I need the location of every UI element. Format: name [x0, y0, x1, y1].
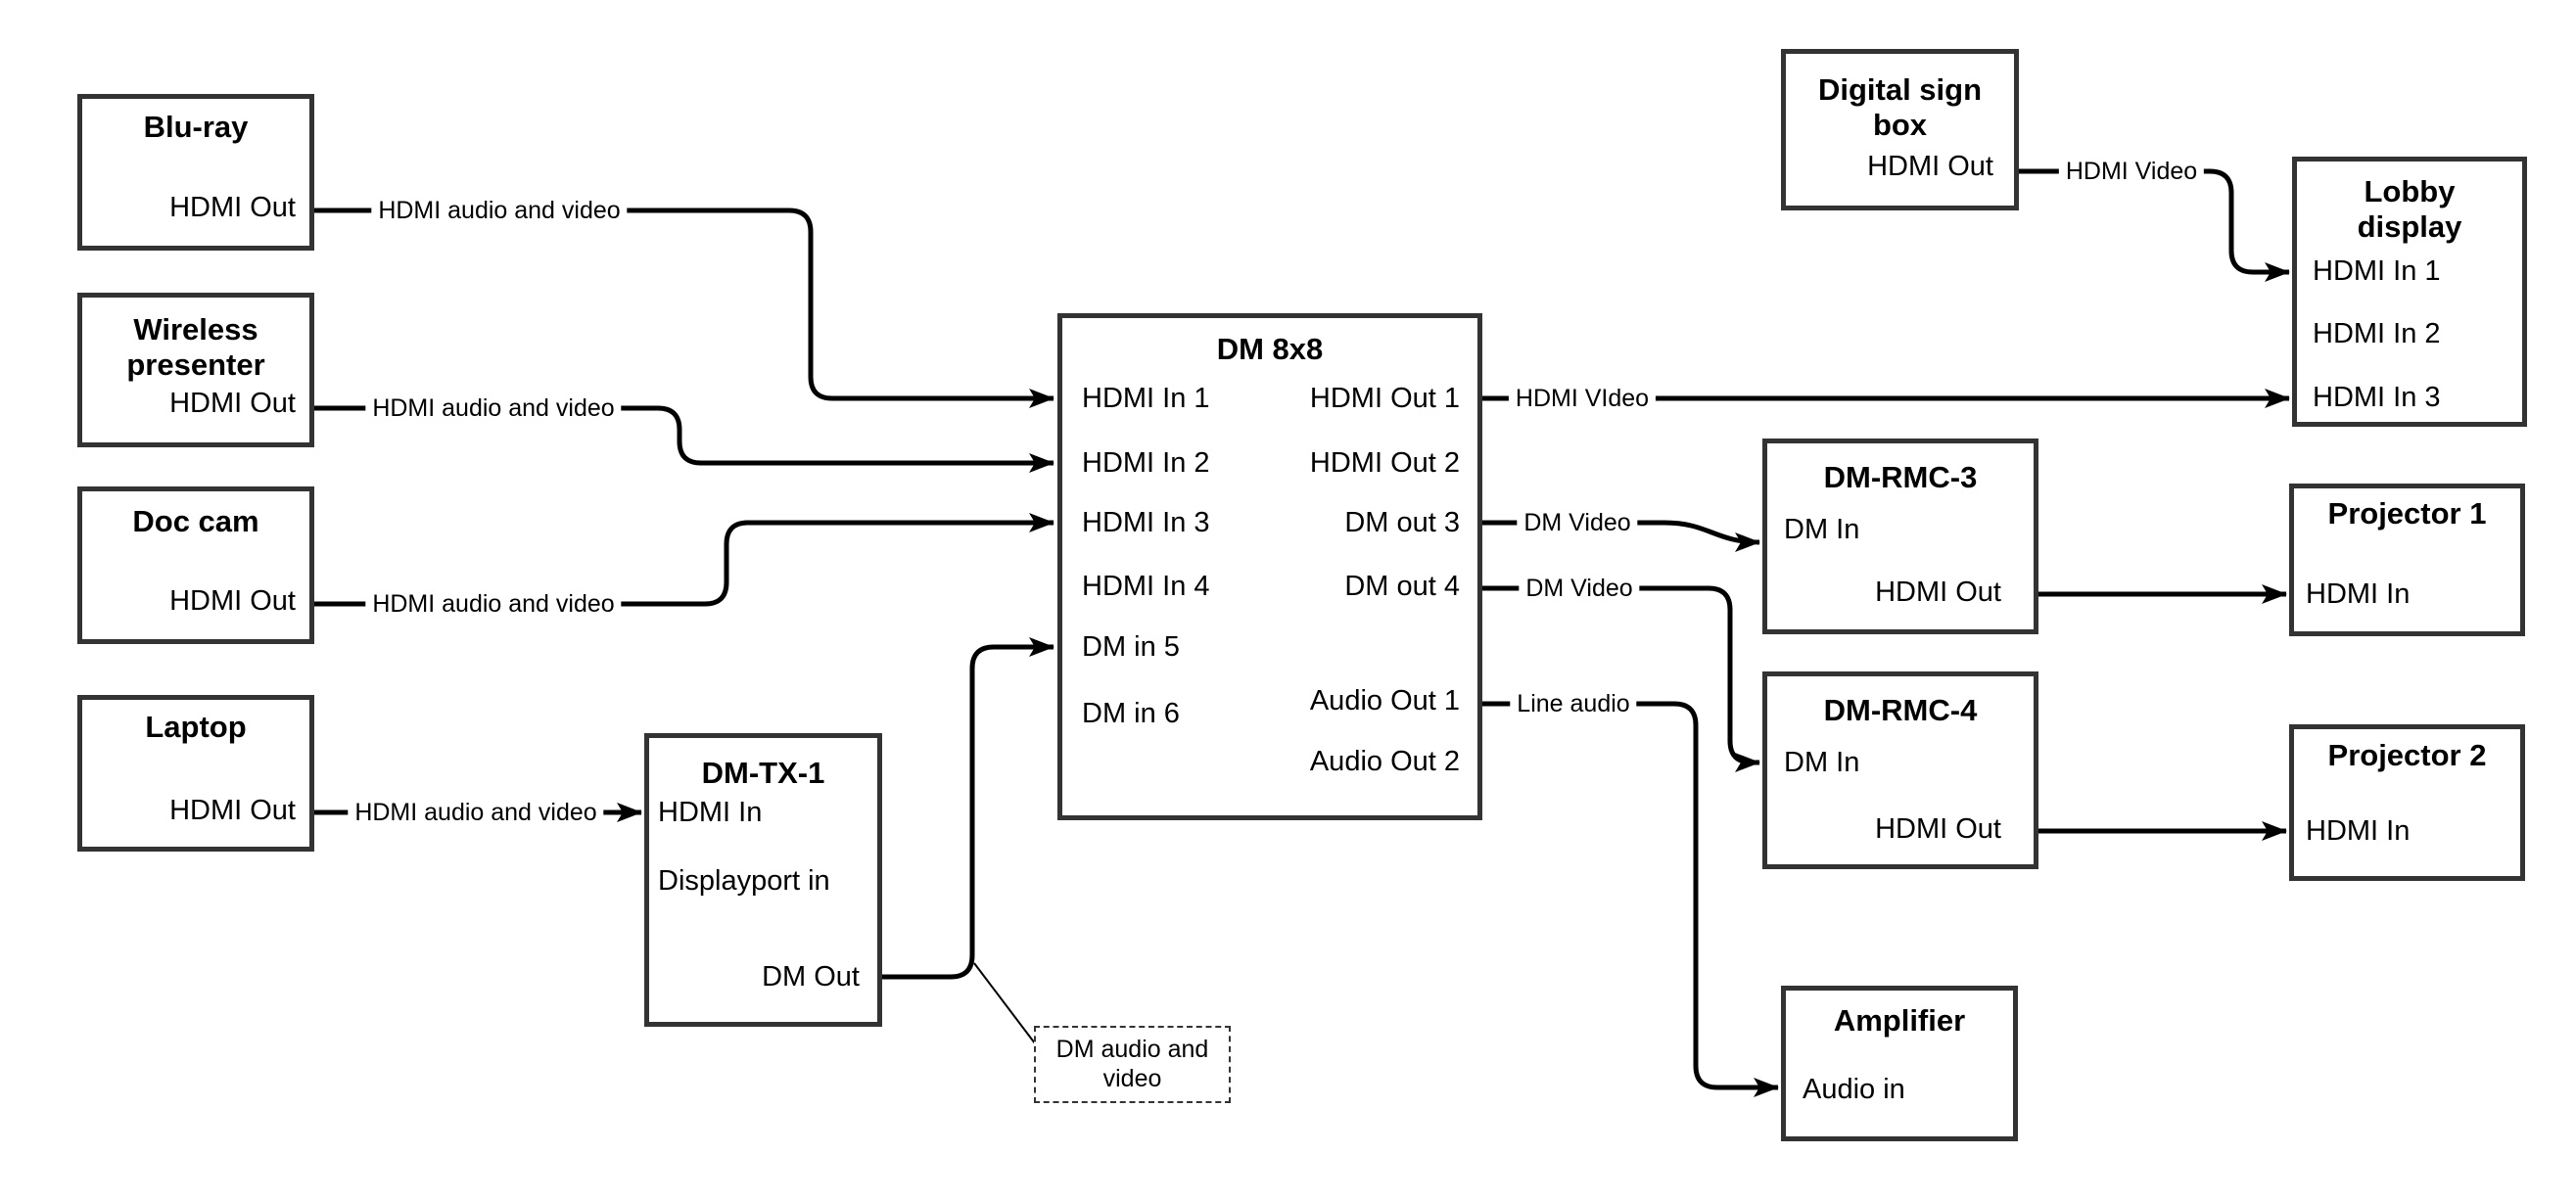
node-title: Laptop	[145, 710, 247, 744]
node-projector-2: Projector 2 HDMI In	[2289, 724, 2525, 881]
node-title: DM 8x8	[1216, 332, 1324, 366]
wire-dm-out-3-to-rmc3	[1482, 520, 1760, 552]
port-laptop-hdmi-out: HDMI Out	[169, 795, 296, 826]
port-dm8x8-dm-in-6: DM in 6	[1082, 698, 1180, 729]
port-dm8x8-dm-in-5: DM in 5	[1082, 631, 1180, 663]
node-laptop: Laptop HDMI Out	[77, 695, 314, 852]
wire-dm-out-4-to-rmc4	[1482, 585, 1760, 772]
wire-wireless-to-hdmi-in-2	[314, 405, 1054, 473]
node-title: Projector 2	[2327, 738, 2487, 772]
port-rmc3-dm-in: DM In	[1784, 514, 1860, 545]
port-rmc3-hdmi-out: HDMI Out	[1875, 577, 2001, 608]
node-title: DM-RMC-4	[1823, 693, 1978, 727]
port-projector2-hdmi-in: HDMI In	[2306, 815, 2411, 847]
wire-bluray-to-hdmi-in-1	[314, 208, 1054, 408]
port-dm8x8-audio-out-1: Audio Out 1	[1309, 685, 1460, 716]
port-dm8x8-dm-out-4: DM out 4	[1344, 571, 1460, 602]
wire-label-bluray: HDMI audio and video	[371, 196, 628, 225]
wire-label-line-audio: Line audio	[1510, 689, 1637, 718]
port-dmtx-displayport-in: Displayport in	[658, 865, 830, 897]
wire-audio-out-1-to-amplifier	[1482, 701, 1779, 1097]
wire-label-laptop: HDMI audio and video	[348, 798, 604, 827]
port-digital-hdmi-out: HDMI Out	[1867, 151, 1993, 182]
node-dm-8x8: DM 8x8 HDMI In 1 HDMI In 2 HDMI In 3 HDM…	[1057, 313, 1482, 820]
port-lobby-hdmi-in-3: HDMI In 3	[2313, 382, 2441, 413]
port-dm8x8-hdmi-in-4: HDMI In 4	[1082, 571, 1210, 602]
annotation-dm-audio-video: DM audio and video	[1034, 1026, 1231, 1103]
node-title: Wireless presenter	[126, 312, 265, 382]
node-title: Amplifier	[1833, 1003, 1966, 1038]
port-lobby-hdmi-in-2: HDMI In 2	[2313, 318, 2441, 349]
port-projector1-hdmi-in: HDMI In	[2306, 578, 2411, 610]
node-title: DM-TX-1	[701, 756, 825, 790]
port-lobby-hdmi-in-1: HDMI In 1	[2313, 255, 2441, 287]
port-bluray-hdmi-out: HDMI Out	[169, 192, 296, 223]
node-title: Blu-ray	[143, 110, 249, 144]
node-title: Lobby display	[2357, 174, 2462, 244]
port-dmtx-hdmi-in: HDMI In	[658, 797, 763, 828]
node-lobby-display: Lobby display HDMI In 1 HDMI In 2 HDMI I…	[2292, 157, 2527, 427]
port-rmc4-hdmi-out: HDMI Out	[1875, 813, 2001, 845]
port-wireless-hdmi-out: HDMI Out	[169, 388, 296, 419]
node-bluray: Blu-ray HDMI Out	[77, 94, 314, 251]
node-dm-rmc-3: DM-RMC-3 DM In HDMI Out	[1762, 439, 2038, 634]
port-doccam-hdmi-out: HDMI Out	[169, 585, 296, 617]
node-doc-cam: Doc cam HDMI Out	[77, 486, 314, 644]
port-dm8x8-hdmi-out-1: HDMI Out 1	[1309, 383, 1460, 414]
port-dm8x8-dm-out-3: DM out 3	[1344, 507, 1460, 538]
port-amplifier-audio-in: Audio in	[1803, 1074, 1905, 1105]
node-wireless-presenter: Wireless presenter HDMI Out	[77, 293, 314, 447]
wire-dmtx-to-dm-in-5	[882, 637, 1054, 980]
wire-label-doccam: HDMI audio and video	[365, 589, 622, 619]
port-dmtx-dm-out: DM Out	[762, 961, 860, 993]
node-digital-sign-box: Digital sign box HDMI Out	[1781, 49, 2019, 210]
port-dm8x8-audio-out-2: Audio Out 2	[1309, 746, 1460, 777]
port-rmc4-dm-in: DM In	[1784, 747, 1860, 778]
node-title: Digital sign box	[1817, 72, 1983, 142]
port-dm8x8-hdmi-in-1: HDMI In 1	[1082, 383, 1210, 414]
node-projector-1: Projector 1 HDMI In	[2289, 484, 2525, 636]
annotation-leader-line	[973, 962, 1036, 1044]
wire-label-dm-out-3: DM Video	[1517, 508, 1638, 537]
wire-label-wireless: HDMI audio and video	[365, 393, 622, 423]
wire-digital-sign-to-lobby-in-1	[2019, 168, 2290, 282]
node-title: Projector 1	[2327, 496, 2487, 531]
wire-label-dm-out-4: DM Video	[1519, 574, 1640, 603]
node-title: Doc cam	[132, 504, 259, 538]
node-dm-rmc-4: DM-RMC-4 DM In HDMI Out	[1762, 671, 2038, 869]
node-title: DM-RMC-3	[1823, 460, 1978, 494]
node-amplifier: Amplifier Audio in	[1781, 986, 2018, 1141]
node-dm-tx-1: DM-TX-1 HDMI In Displayport in DM Out	[644, 733, 882, 1027]
wire-label-hdmi-out-1: HDMI VIdeo	[1508, 384, 1657, 413]
wire-doccam-to-hdmi-in-3	[314, 513, 1054, 607]
port-dm8x8-hdmi-in-3: HDMI In 3	[1082, 507, 1210, 538]
port-dm8x8-hdmi-out-2: HDMI Out 2	[1309, 447, 1460, 479]
wire-label-digital-sign: HDMI Video	[2058, 157, 2205, 186]
port-dm8x8-hdmi-in-2: HDMI In 2	[1082, 447, 1210, 479]
